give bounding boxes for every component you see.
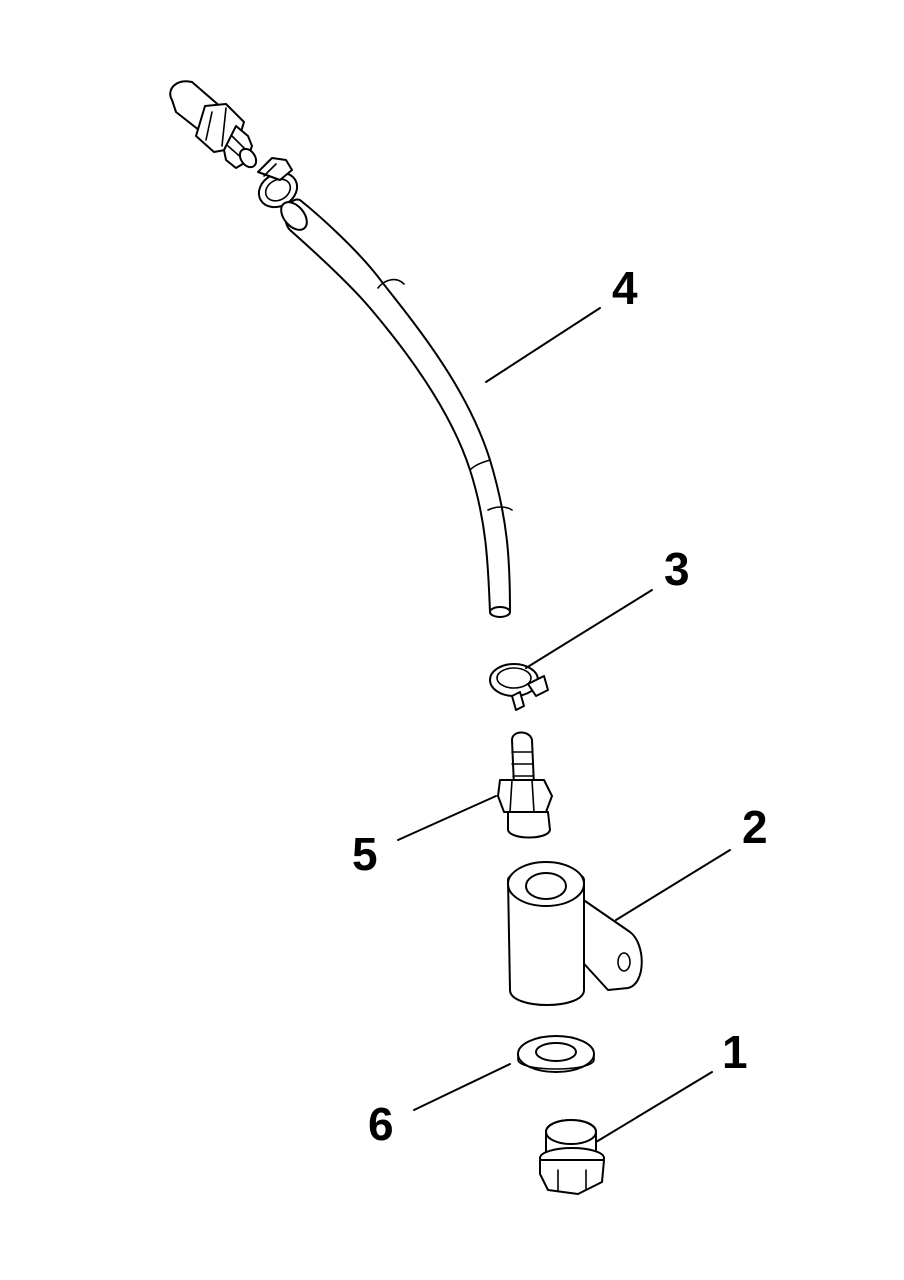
callout-1: 1 (722, 1026, 748, 1078)
plug (539, 1119, 605, 1195)
bracket (507, 861, 643, 1006)
lower-clamp (489, 663, 549, 711)
leader-6 (413, 1063, 511, 1111)
leader-4 (485, 307, 601, 383)
washer (517, 1035, 595, 1073)
callout-4: 4 (612, 262, 638, 314)
callout-2: 2 (742, 801, 768, 853)
leader-2 (615, 849, 731, 921)
leader-3 (525, 589, 653, 669)
callout-5: 5 (352, 828, 378, 880)
hose (280, 198, 513, 618)
callout-3: 3 (664, 543, 690, 595)
leader-5 (397, 795, 497, 841)
barbed-fitting (497, 731, 553, 839)
leader-1 (595, 1071, 713, 1143)
upper-fitting (169, 80, 258, 169)
upper-clamp (257, 157, 299, 209)
callout-6: 6 (368, 1098, 394, 1150)
callout-numbers: 4 3 5 2 6 1 (352, 262, 768, 1150)
leader-lines (397, 307, 731, 1143)
